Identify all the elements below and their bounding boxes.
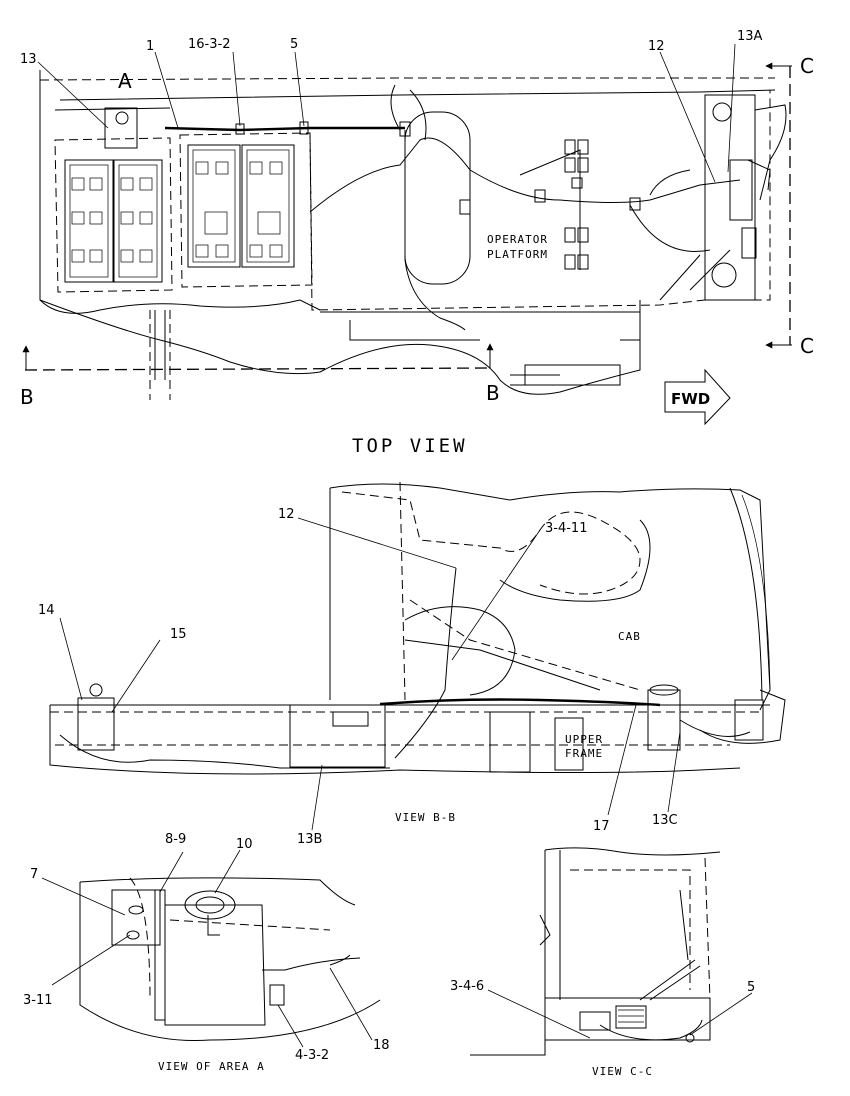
- callout-8-9: 8-9: [165, 832, 186, 847]
- platform-label-line2: PLATFORM: [487, 248, 548, 261]
- callout-12-top: 12: [648, 39, 665, 54]
- callout-14: 14: [38, 603, 55, 618]
- view-cc-title: VIEW C-C: [592, 1065, 653, 1078]
- callout-13-top: 13: [20, 52, 37, 67]
- callout-7: 7: [30, 867, 38, 882]
- cab-label: CAB: [618, 630, 641, 643]
- callout-5-cc: 5: [747, 980, 755, 995]
- marker-c-top: C: [800, 54, 814, 78]
- marker-c-bottom: C: [800, 334, 814, 358]
- marker-a: A: [118, 69, 132, 93]
- callout-13c: 13C: [652, 813, 678, 828]
- callout-3-4-11: 3-4-11: [545, 521, 587, 536]
- callout-10: 10: [236, 837, 253, 852]
- callout-3-4-6: 3-4-6: [450, 979, 484, 994]
- callout-3-11: 3-11: [23, 993, 53, 1008]
- view-bb-title: VIEW B-B: [395, 811, 456, 824]
- callout-1: 1: [146, 39, 154, 54]
- top-view: [22, 43, 792, 426]
- battery-left: [64, 159, 163, 283]
- callout-13b: 13B: [297, 832, 322, 847]
- callout-5-top: 5: [290, 37, 298, 52]
- fwd-label: FWD: [671, 390, 710, 408]
- callout-15: 15: [170, 627, 187, 642]
- marker-b-right: B: [486, 381, 500, 405]
- callout-4-3-2: 4-3-2: [295, 1048, 329, 1063]
- view-area-a: [41, 849, 381, 1048]
- battery-right: [187, 144, 295, 268]
- callout-16-3-2: 16-3-2: [188, 37, 230, 52]
- callout-18: 18: [373, 1038, 390, 1053]
- callout-12-bb: 12: [278, 507, 295, 522]
- callout-13a: 13A: [737, 29, 763, 44]
- callout-17: 17: [593, 819, 610, 834]
- view-area-a-title: VIEW OF AREA A: [158, 1060, 265, 1073]
- upper-frame-line2: FRAME: [565, 747, 603, 760]
- view-cc: [470, 847, 753, 1056]
- platform-connectors: [459, 139, 641, 270]
- top-view-title: TOP VIEW: [352, 435, 468, 457]
- platform-label-line1: OPERATOR: [487, 233, 548, 246]
- view-bb: [49, 481, 786, 831]
- marker-b-left: B: [20, 385, 34, 409]
- upper-frame-line1: UPPER: [565, 733, 603, 746]
